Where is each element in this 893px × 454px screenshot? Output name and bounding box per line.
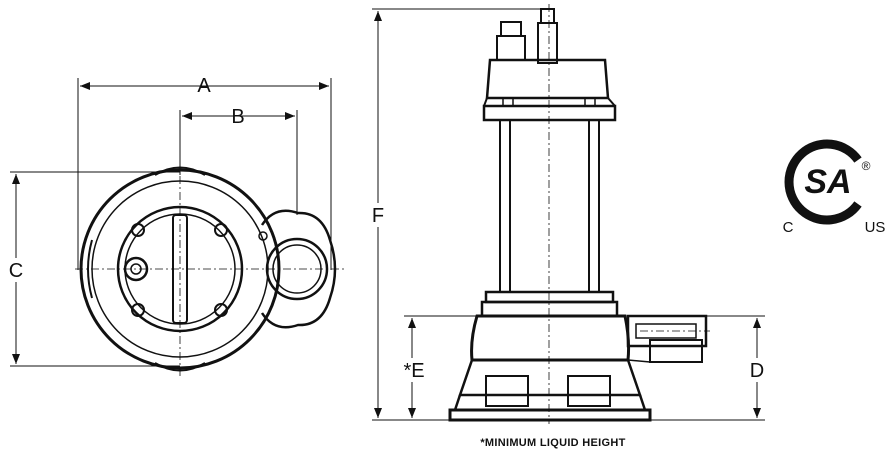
dimension-e-label: *E [403, 360, 424, 382]
dimension-f-label: F [372, 205, 384, 227]
dimension-d-label: D [750, 360, 764, 382]
dimension-b-label: B [231, 106, 244, 128]
dimension-a-label: A [197, 75, 211, 97]
dimension-c-label: C [9, 260, 23, 282]
csa-certification-logo: SA ® C US [783, 139, 886, 236]
side-view [372, 4, 765, 424]
csa-right-label: US [865, 219, 886, 236]
dimension-b: B [182, 106, 295, 128]
dimension-e: *E [398, 318, 432, 418]
registered-mark: ® [862, 159, 871, 173]
dimension-a: A [80, 75, 329, 97]
csa-left-label: C [783, 219, 794, 236]
csa-mark-text: SA [804, 163, 851, 201]
minimum-liquid-height-caption: *MINIMUM LIQUID HEIGHT [480, 437, 625, 449]
dimension-f: F [366, 11, 390, 418]
top-view [10, 78, 345, 378]
dimension-c: C [6, 174, 28, 364]
dimension-d: D [745, 318, 769, 418]
